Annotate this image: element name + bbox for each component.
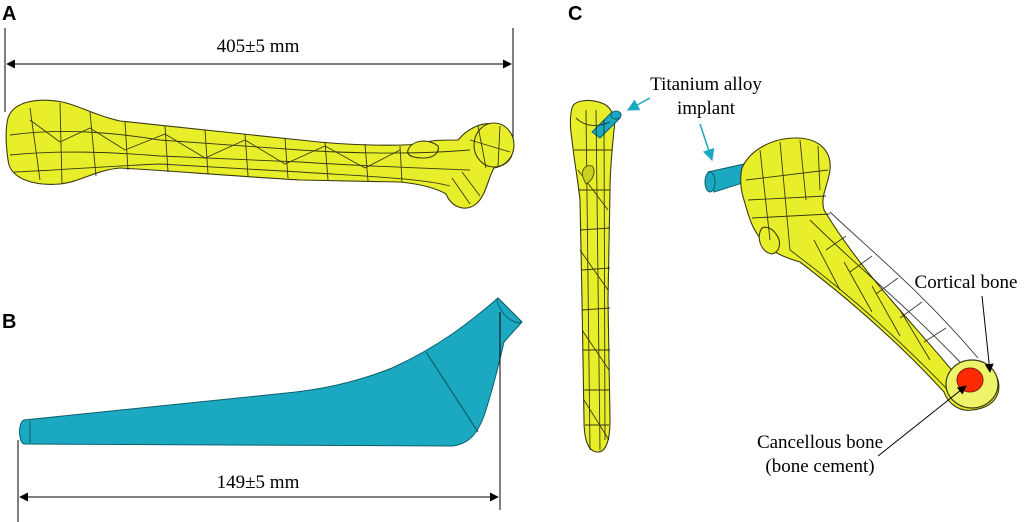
implant-leader-frontal: [626, 97, 651, 111]
implant-label-line2: implant: [677, 98, 736, 119]
cortical-bone-label: Cortical bone: [915, 272, 1018, 293]
implant-side-view: [19, 297, 523, 447]
greater-trochanter: [407, 140, 439, 159]
panel-b: B 149±5 mm: [2, 297, 523, 522]
implant-neck-cap: [496, 297, 523, 324]
implant-collar-edge: [425, 351, 479, 433]
femoral-head: [473, 122, 515, 168]
implant-leader-oblique: [699, 123, 715, 162]
panel-a: A 405±5 mm: [2, 3, 515, 209]
panel-c: C: [568, 3, 1017, 477]
panel-b-letter: B: [2, 311, 16, 333]
femur-oblique-mesh: [745, 139, 979, 389]
cancellous-label-line2: (bone cement): [765, 456, 874, 477]
lesser-trochanter-frontal: [582, 165, 595, 185]
cortical-bone-leader: [981, 295, 994, 373]
cancellous-label-line1: Cancellous bone: [757, 432, 883, 453]
panel-a-letter: A: [2, 3, 16, 25]
implant-neck-top: [610, 110, 622, 120]
implant-label-line1: Titanium alloy: [650, 74, 762, 95]
dimension-b-label: 149±5 mm: [217, 472, 300, 493]
femur-frontal-view: [569, 99, 622, 453]
cancellous-bone-leader: [877, 385, 967, 457]
femur-oblique-view: [704, 137, 1000, 411]
femur-mesh: [9, 102, 511, 205]
panel-c-letter: C: [568, 3, 582, 25]
dimension-a-label: 405±5 mm: [217, 36, 300, 57]
femur-frontal-body: [569, 99, 616, 453]
cancellous-bone-section: [956, 367, 984, 393]
implant-stem: [19, 297, 523, 447]
implant-neck-oblique-end: [704, 171, 716, 193]
femur-side-view: [5, 99, 515, 209]
femur-shaft: [5, 99, 514, 209]
